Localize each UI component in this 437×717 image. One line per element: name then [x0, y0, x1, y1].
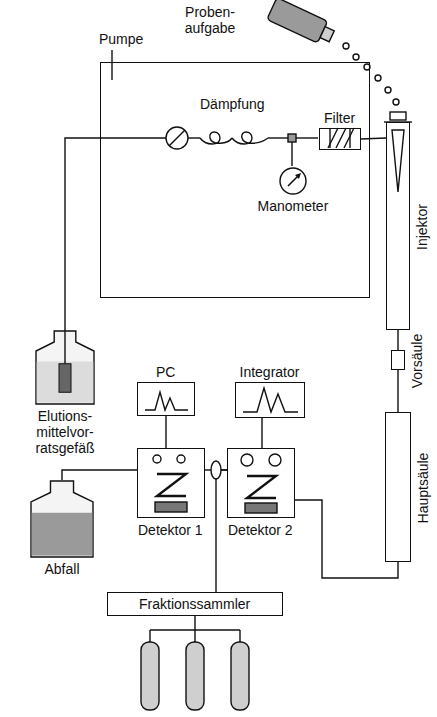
- detector-knob: [177, 455, 185, 463]
- sample-vial: [267, 0, 337, 47]
- bottle-liquid: [37, 362, 94, 403]
- node-label: Detektor 2: [228, 522, 293, 538]
- pipe: [268, 137, 288, 138]
- drop: [343, 43, 349, 49]
- flow-line: [397, 330, 398, 350]
- drop: [393, 99, 399, 105]
- eluent-bottle-outline: [35, 330, 95, 405]
- part-label: Dämpfung: [200, 96, 265, 112]
- pump-head: [166, 127, 188, 149]
- node-label: Manometer: [258, 198, 329, 214]
- pipe: [194, 616, 195, 630]
- drop: [375, 75, 381, 81]
- chromatogram: [145, 392, 188, 410]
- main-column: Hauptsäule: [385, 412, 411, 562]
- intake-line: [64, 330, 65, 364]
- intake-frit: [59, 364, 71, 393]
- drop: [353, 54, 359, 60]
- pipe: [149, 630, 150, 642]
- detector-box: Detektor 1: [137, 448, 205, 518]
- drop: [385, 87, 391, 93]
- flow-line: [62, 470, 137, 480]
- detector-knob: [153, 455, 161, 463]
- flow-line: [261, 418, 262, 448]
- manometer-gauge: Manometer: [279, 167, 307, 195]
- node-label: Abfall: [45, 561, 80, 577]
- filter-hatch: [329, 128, 330, 148]
- node-label: Injektor: [414, 204, 430, 250]
- node-label: Fraktionssammler: [139, 596, 250, 612]
- sample-vial-body: [267, 0, 328, 43]
- node-label: Elutions- mittelvor- ratsgefäß: [23, 408, 107, 456]
- node-label: Pumpe: [99, 31, 143, 47]
- collection-tube: [231, 642, 249, 710]
- detector-cell: [247, 476, 276, 498]
- waste-bottle-outline: [30, 480, 94, 558]
- damping-coil: [232, 132, 268, 144]
- pipe: [100, 137, 166, 138]
- detector-cell: [157, 474, 186, 496]
- filter-hatch: [336, 128, 346, 148]
- sample-vial-tip: [320, 27, 334, 42]
- flow-line: [216, 470, 227, 592]
- bottle-liquid: [32, 513, 93, 556]
- injector-needle: [392, 130, 404, 192]
- bottle-outline: [36, 331, 94, 404]
- flow-line: [361, 138, 386, 139]
- node-label: Filter: [324, 110, 355, 126]
- injector-body: Injektor: [386, 122, 410, 330]
- detector-box: Detektor 2: [227, 448, 295, 518]
- node-label: Vorsäule: [409, 334, 425, 388]
- gauge-dial: [280, 168, 306, 194]
- part-label: Proben- aufgabe: [172, 4, 248, 36]
- pump-head-mark: [169, 130, 185, 146]
- gauge-needle-tip: [295, 173, 301, 179]
- manometer-gauge-outline: [279, 167, 307, 195]
- switching-valve: [211, 461, 221, 479]
- filter-hatch: [349, 128, 350, 148]
- flow-line: [397, 370, 398, 412]
- detector-lamp: [245, 503, 277, 513]
- precolumn: Vorsäule: [391, 350, 405, 370]
- pipe: [296, 137, 318, 138]
- chromatogram: [243, 388, 298, 412]
- damping-coil: [200, 132, 232, 144]
- injector-port: [390, 112, 406, 120]
- filter-hatch: [328, 128, 338, 148]
- leader-line: [111, 50, 112, 80]
- waste-bottle: Abfall: [30, 480, 94, 558]
- pipe: [194, 630, 195, 642]
- pc-screen: PC: [137, 382, 195, 416]
- bottle-outline: [31, 481, 93, 557]
- pipe: [239, 630, 240, 642]
- detector-lamp: [155, 502, 187, 512]
- filter-box: Filter: [319, 128, 361, 150]
- collection-tube: [141, 642, 159, 710]
- tee-junction: [288, 134, 296, 142]
- filter-hatch: [344, 128, 354, 148]
- pipe: [188, 137, 200, 138]
- integrator-screen: Integrator: [235, 382, 305, 418]
- flow-line: [165, 416, 166, 448]
- eluent-bottle: Elutions- mittelvor- ratsgefäß: [35, 330, 95, 405]
- collection-tube: [186, 642, 204, 710]
- pipe: [291, 142, 292, 166]
- node-label: Detektor 1: [138, 522, 203, 538]
- detector-knob: [241, 454, 253, 466]
- node-label: Integrator: [240, 364, 300, 380]
- flow-line: [295, 500, 398, 578]
- node-label: PC: [156, 364, 175, 380]
- node-label: Hauptsäule: [415, 453, 431, 524]
- flow-line: [65, 138, 100, 330]
- detector-knob: [269, 454, 281, 466]
- sample-drops: [343, 43, 399, 105]
- fraction-collector: Fraktionssammler: [107, 592, 283, 616]
